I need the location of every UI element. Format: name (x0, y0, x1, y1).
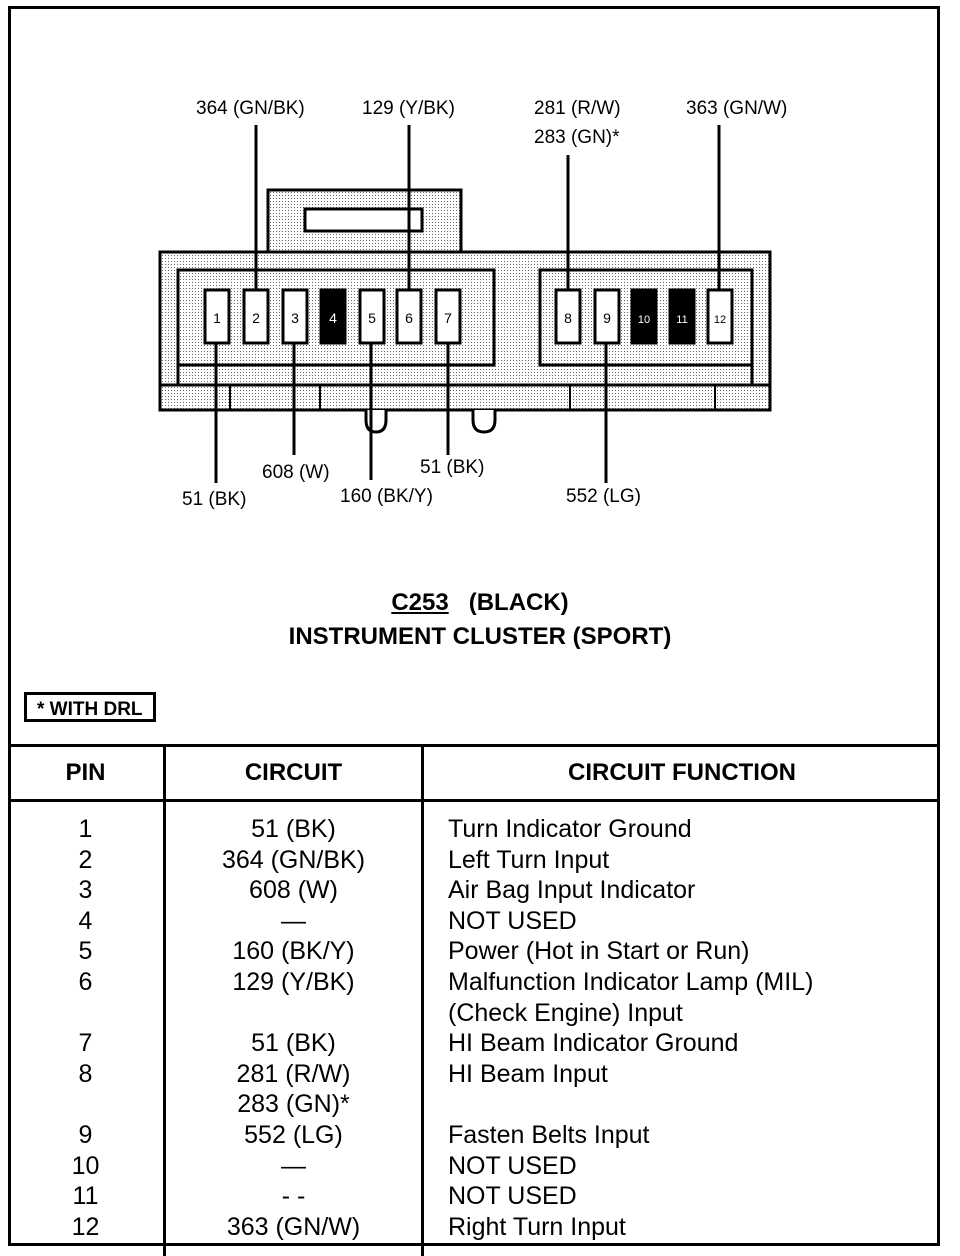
wire-label-pin5: 160 (BK/Y) (340, 486, 433, 507)
pin-number: 4 (329, 310, 337, 326)
connector-name: INSTRUMENT CLUSTER (SPORT) (288, 623, 672, 650)
pin-cell: 5 (78, 937, 93, 966)
pin-cell: 2 (78, 845, 93, 874)
pin-cell: 10 (71, 1151, 100, 1180)
function-cell: Power (Hot in Start or Run) (421, 936, 940, 967)
wire-label-pin1: 51 (BK) (182, 489, 247, 510)
function-cell: Right Turn Input (421, 1211, 940, 1256)
connector-pin: 2 (242, 288, 270, 345)
function-cell: NOT USED (421, 1181, 940, 1212)
circuit-cell: - - (163, 1181, 423, 1212)
function-cell: HI Beam Indicator Ground (421, 1028, 940, 1059)
pin-cell: 4 (78, 906, 93, 935)
connector-pin: 10 (630, 288, 658, 345)
circuit-cell: 51 (BK) (163, 800, 423, 845)
circuit-cell: 364 (GN/BK) (163, 844, 423, 876)
pin-cell: 3 (78, 876, 93, 905)
circuit-cell: 281 (R/W) 283 (GN)* (163, 1058, 423, 1120)
table-row: 12 363 (GN/W)Right Turn Input (8, 1211, 940, 1256)
pin-cell: 11 (72, 1182, 99, 1211)
pin-number: 11 (676, 314, 687, 326)
connector-pin: 3 (281, 288, 309, 345)
circuit-cell: 552 (LG) (163, 1119, 423, 1151)
pin-number: 1 (213, 310, 221, 326)
pin-number: 12 (714, 314, 726, 326)
connector-pin: 7 (434, 288, 462, 345)
table-row: 4 —NOT USED (8, 905, 940, 937)
pin-number: 8 (564, 310, 572, 326)
connector-pin: 12 (706, 288, 734, 345)
circuit-cell: — (163, 905, 423, 937)
pin-cell: 9 (78, 1120, 93, 1149)
table-row: 11 - -NOT USED (8, 1181, 940, 1212)
table-row: 5 160 (BK/Y)Power (Hot in Start or Run) (8, 936, 940, 967)
function-cell: NOT USED (421, 1150, 940, 1182)
wire-label-pin6: 129 (Y/BK) (362, 98, 455, 119)
header-pin: PIN (8, 744, 165, 802)
pin-number: 9 (603, 310, 611, 326)
table-header-row: PIN CIRCUIT CIRCUIT FUNCTION (8, 744, 940, 802)
table-row: 3 608 (W)Air Bag Input Indicator (8, 875, 940, 906)
wire-label-pin3: 608 (W) (262, 462, 330, 483)
connector-pin: 4 (319, 288, 347, 345)
pin-cell: 7 (78, 1029, 93, 1058)
wire-label-pin7: 51 (BK) (420, 457, 485, 478)
table-row: 7 51 (BK)HI Beam Indicator Ground (8, 1028, 940, 1059)
circuit-cell: 363 (GN/W) (163, 1211, 423, 1256)
table-row: 8 281 (R/W) 283 (GN)*HI Beam Input (8, 1058, 940, 1120)
function-cell: HI Beam Input (421, 1058, 940, 1120)
table-row: 2 364 (GN/BK)Left Turn Input (8, 844, 940, 876)
connector-title: C253 (BLACK) (0, 589, 960, 617)
function-cell: Air Bag Input Indicator (421, 875, 940, 906)
circuit-cell: 129 (Y/BK) (163, 966, 423, 1029)
function-cell: Fasten Belts Input (421, 1119, 940, 1151)
connector-pin: 11 (668, 288, 696, 345)
table-row: 9 552 (LG)Fasten Belts Input (8, 1119, 940, 1151)
wire-label-pin8-a: 281 (R/W) (534, 98, 621, 119)
connector-id: C253 (391, 589, 449, 616)
wires-bottom (214, 343, 608, 483)
connector-pin: 5 (358, 288, 386, 345)
function-cell: Turn Indicator Ground (421, 800, 940, 845)
function-cell: Malfunction Indicator Lamp (MIL) (Check … (421, 966, 940, 1029)
pin-number: 10 (638, 314, 650, 326)
connector-color: (BLACK) (468, 589, 569, 616)
circuit-cell: — (163, 1150, 423, 1182)
drl-note: * WITH DRL (24, 692, 156, 722)
wire-label-pin2: 364 (GN/BK) (196, 98, 305, 119)
table-row: 10 —NOT USED (8, 1150, 940, 1182)
circuit-cell: 160 (BK/Y) (163, 936, 423, 967)
connector-pin: 6 (395, 288, 423, 345)
pin-cell: 6 (78, 967, 93, 996)
wires-top (254, 125, 721, 290)
pin-cell: 8 (78, 1059, 93, 1088)
pin-cell: 1 (78, 815, 93, 843)
pin-number: 3 (291, 310, 299, 326)
pin-number: 7 (444, 310, 452, 326)
connector-latch (266, 188, 463, 254)
table-row: 6 129 (Y/BK)Malfunction Indicator Lamp (M… (8, 966, 940, 1029)
connector-housing (158, 250, 772, 434)
pin-number: 5 (368, 310, 376, 326)
header-circuit: CIRCUIT (163, 744, 423, 802)
function-cell: Left Turn Input (421, 844, 940, 876)
header-function: CIRCUIT FUNCTION (421, 744, 940, 802)
function-cell: NOT USED (421, 905, 940, 937)
circuit-cell: 51 (BK) (163, 1028, 423, 1059)
connector-pin: 1 (203, 288, 231, 345)
pin-cell: 12 (71, 1212, 100, 1241)
connector-pin: 8 (554, 288, 582, 345)
pin-number: 6 (405, 310, 413, 326)
connector-pin: 9 (593, 288, 621, 345)
wire-label-pin12: 363 (GN/W) (686, 98, 788, 119)
table-row: 1 51 (BK)Turn Indicator Ground (8, 800, 940, 845)
pin-number: 2 (252, 310, 260, 326)
wire-label-pin9: 552 (LG) (566, 486, 641, 507)
circuit-cell: 608 (W) (163, 875, 423, 906)
wire-label-pin8-b: 283 (GN)* (534, 127, 620, 148)
